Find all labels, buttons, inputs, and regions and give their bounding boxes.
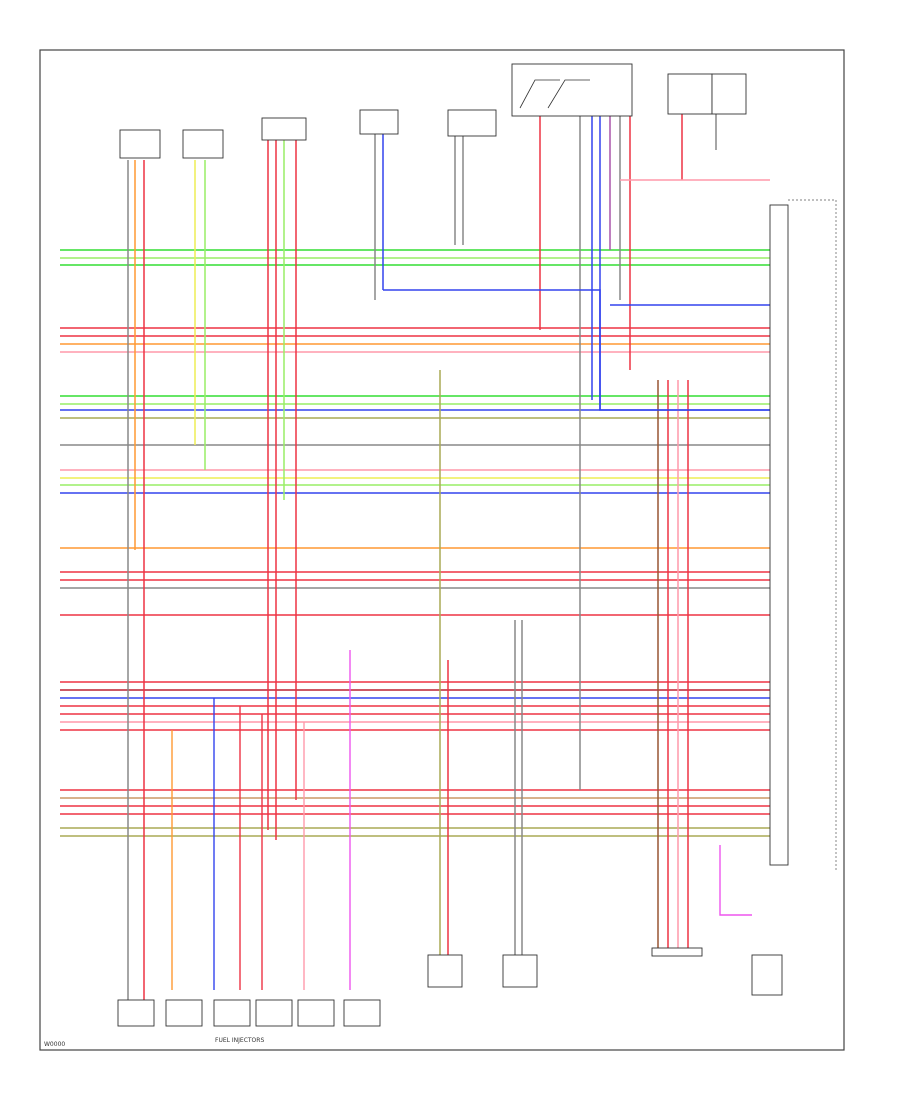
fuel-injector-3: [213, 999, 251, 1027]
fuel-injector-1: [117, 999, 155, 1027]
top-sensor-3: [261, 117, 307, 141]
bottom-sensor-3: [651, 947, 703, 957]
fuel-injector-5: [297, 999, 335, 1027]
bottom-sensor-4: [751, 954, 783, 996]
wires-layer: [60, 114, 770, 1010]
top-sensor-1: [119, 129, 161, 159]
fuel-injector-4: [255, 999, 293, 1027]
footer-label: FUEL INJECTORS: [215, 1037, 264, 1044]
top-sensor-5: [447, 109, 497, 137]
fuel-injector-6: [343, 999, 381, 1027]
diagram-frame: [39, 49, 845, 1051]
top-relay: [667, 73, 747, 115]
fuel-injectors: [117, 999, 381, 1027]
bottom-sensor-1: [427, 954, 463, 988]
ecm-connector: [769, 199, 837, 870]
fuel-injector-2: [165, 999, 203, 1027]
throttle-body-module: [511, 63, 633, 117]
top-sensor-4: [359, 109, 399, 135]
diagram-code: W0000: [44, 1041, 65, 1048]
top-sensor-2: [182, 129, 224, 159]
bottom-sensor-2: [502, 954, 538, 988]
wire-68: [719, 845, 752, 916]
wire-65: [383, 289, 770, 411]
